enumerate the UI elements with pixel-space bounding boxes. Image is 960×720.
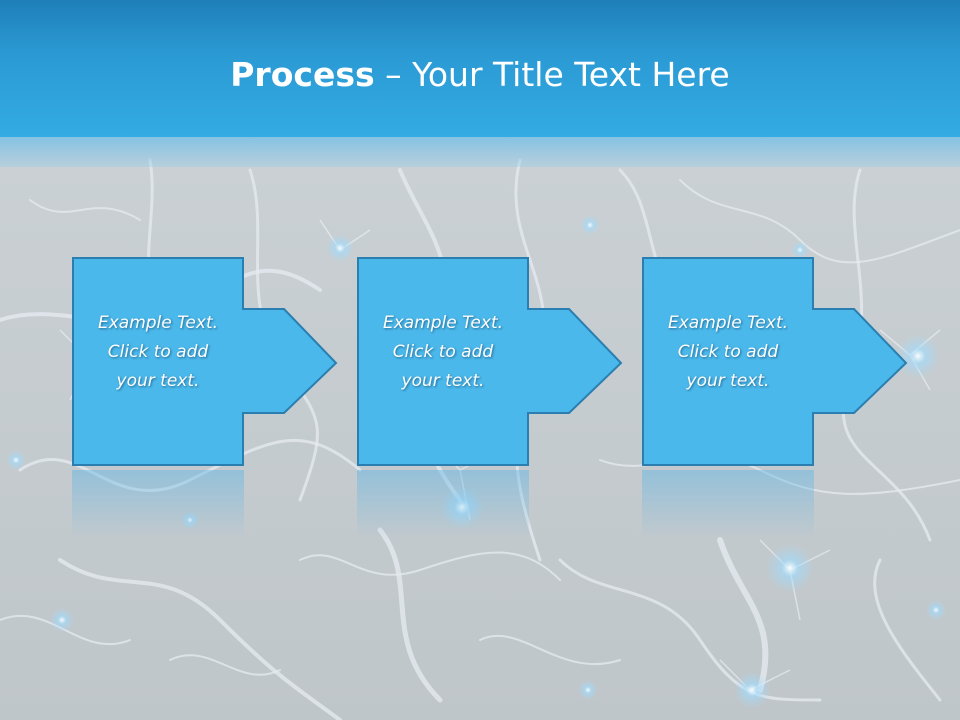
slide-title-bold: Process xyxy=(230,55,375,94)
step-text: Example Text. Click to add your text. xyxy=(644,309,812,396)
step-text-line: your text. xyxy=(116,371,200,391)
step-reflection xyxy=(72,470,244,540)
step-arrow-shape xyxy=(357,257,623,466)
step-text-line: Click to add xyxy=(107,342,209,362)
title-bar xyxy=(0,0,960,137)
process-step-2[interactable]: Example Text. Click to add your text. xyxy=(357,257,629,467)
step-text: Example Text. Click to add your text. xyxy=(74,309,242,396)
step-text-line: Example Text. xyxy=(382,313,504,333)
process-step-1[interactable]: Example Text. Click to add your text. xyxy=(72,257,344,467)
step-arrow-shape xyxy=(72,257,338,466)
step-text-line: Example Text. xyxy=(97,313,219,333)
title-bar-shadow-strip xyxy=(0,137,960,167)
slide-title-rest: – Your Title Text Here xyxy=(374,55,730,94)
step-reflection xyxy=(642,470,814,540)
slide-title[interactable]: Process – Your Title Text Here xyxy=(0,52,960,98)
step-arrow-shape xyxy=(642,257,908,466)
step-text-line: your text. xyxy=(686,371,770,391)
step-text-line: Click to add xyxy=(392,342,494,362)
step-text: Example Text. Click to add your text. xyxy=(359,309,527,396)
step-text-line: your text. xyxy=(401,371,485,391)
step-text-line: Example Text. xyxy=(667,313,789,333)
process-step-3[interactable]: Example Text. Click to add your text. xyxy=(642,257,914,467)
step-text-line: Click to add xyxy=(677,342,779,362)
step-reflection xyxy=(357,470,529,540)
